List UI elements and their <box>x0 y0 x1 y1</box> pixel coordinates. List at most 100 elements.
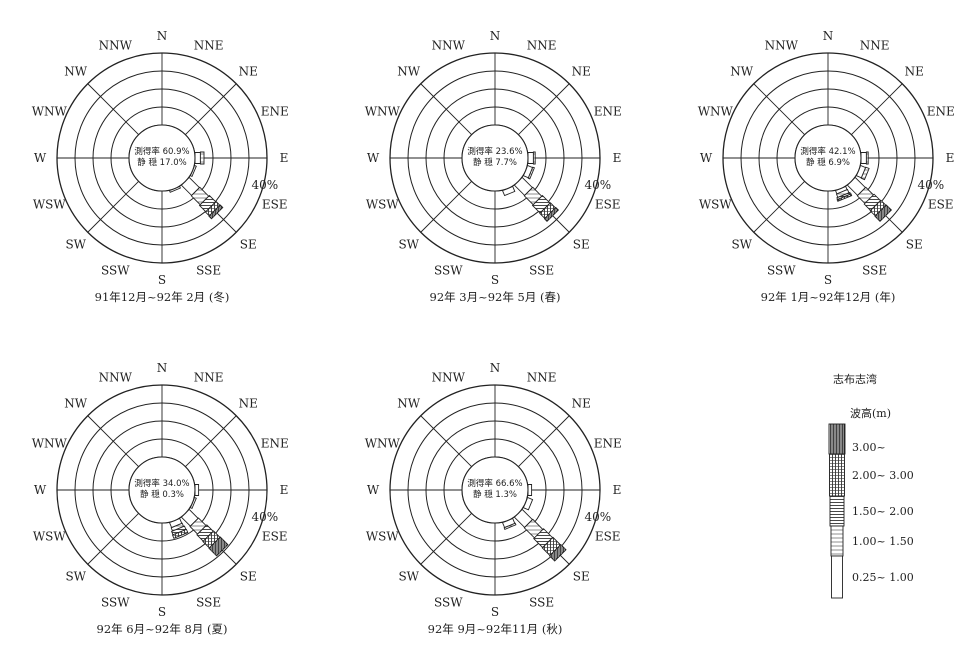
legend-swatch-2 <box>829 453 845 497</box>
spoke <box>87 181 139 233</box>
scale-max-label: 40% <box>252 510 279 524</box>
wave-rose-4: NNNENEENEEESESESSESSSWSWWSWWWNWNWNNW40%測… <box>32 361 289 636</box>
direction-label-w: W <box>34 151 47 165</box>
legend-label-5: 0.25~ 1.00 <box>852 571 914 584</box>
direction-label-s: S <box>491 273 499 287</box>
rose-caption: 92年 1月~92年12月 (年) <box>761 290 896 304</box>
spoke <box>518 415 570 467</box>
direction-label-s: S <box>158 273 166 287</box>
direction-label-se: SE <box>573 569 590 583</box>
direction-label-nnw: NNW <box>432 370 466 384</box>
spoke <box>185 83 237 135</box>
direction-label-sse: SSE <box>196 264 221 278</box>
petal-se-band-5 <box>874 204 893 223</box>
petal-sse-band-4 <box>836 193 853 202</box>
direction-label-nne: NNE <box>194 38 224 52</box>
direction-label-e: E <box>280 151 289 165</box>
direction-label-wsw: WSW <box>33 198 67 212</box>
direction-label-n: N <box>157 361 168 375</box>
direction-label-nne: NNE <box>860 38 890 52</box>
direction-label-w: W <box>367 151 380 165</box>
petal-e-band-1 <box>860 152 867 164</box>
direction-label-n: N <box>823 29 834 43</box>
direction-label-nnw: NNW <box>765 38 799 52</box>
calm-rate: 静 穏 0.3% <box>140 489 184 500</box>
direction-label-ene: ENE <box>927 104 955 118</box>
direction-label-sw: SW <box>65 237 86 251</box>
wave-rose-1: NNNENEENEEESESESSESSSWSWWSWWWNWNWNNW40%測… <box>32 29 289 304</box>
direction-label-se: SE <box>906 237 923 251</box>
direction-label-ese: ESE <box>595 198 621 212</box>
legend-swatch-3 <box>829 495 845 527</box>
spoke <box>185 415 237 467</box>
direction-label-n: N <box>490 29 501 43</box>
spoke <box>518 83 570 135</box>
direction-label-wnw: WNW <box>32 436 68 450</box>
direction-label-w: W <box>34 483 47 497</box>
spoke <box>87 415 139 467</box>
spoke <box>87 83 139 135</box>
legend-label-2: 2.00~ 3.00 <box>852 469 914 482</box>
direction-label-ese: ESE <box>595 530 621 544</box>
direction-label-wsw: WSW <box>33 530 67 544</box>
direction-label-ssw: SSW <box>434 264 463 278</box>
scale-max-label: 40% <box>252 178 279 192</box>
spoke <box>87 513 139 565</box>
observation-rate: 測得率 60.9% <box>134 146 189 157</box>
direction-label-ssw: SSW <box>434 596 463 610</box>
direction-label-wnw: WNW <box>365 104 401 118</box>
direction-label-ene: ENE <box>594 104 622 118</box>
rose-caption: 92年 3月~92年 5月 (春) <box>430 290 561 304</box>
direction-label-sse: SSE <box>862 264 887 278</box>
direction-label-ese: ESE <box>262 198 288 212</box>
calm-rate: 静 穏 17.0% <box>137 157 186 168</box>
observation-rate: 測得率 66.6% <box>467 478 522 489</box>
petal-ese-band-2 <box>860 166 870 181</box>
legend-swatch-1 <box>828 423 846 455</box>
petal-e-band-2 <box>199 151 205 165</box>
petal-se-band-5 <box>208 536 229 557</box>
direction-label-w: W <box>700 151 713 165</box>
wave-rose-2: NNNENEENEEESESESSESSSWSWWSWWWNWNWNNW40%測… <box>365 29 622 304</box>
calm-circle <box>794 124 862 192</box>
calm-rate: 静 穏 1.3% <box>473 489 517 500</box>
direction-label-sw: SW <box>398 237 419 251</box>
direction-label-wsw: WSW <box>366 530 400 544</box>
legend-swatch-5 <box>831 555 843 599</box>
observation-rate: 測得率 23.6% <box>467 146 522 157</box>
wave-rose-5: NNNENEENEEESESESSESSSWSWWSWWWNWNWNNW40%測… <box>365 361 622 636</box>
direction-label-wnw: WNW <box>698 104 734 118</box>
direction-label-ssw: SSW <box>767 264 796 278</box>
direction-label-e: E <box>946 151 955 165</box>
petal-se-band-5 <box>208 204 224 220</box>
calm-circle <box>461 456 529 524</box>
legend-label-3: 1.50~ 2.00 <box>852 505 914 518</box>
direction-label-s: S <box>491 605 499 619</box>
direction-label-nw: NW <box>397 397 421 411</box>
direction-label-ssw: SSW <box>101 596 130 610</box>
direction-label-ne: NE <box>239 65 258 79</box>
spoke <box>420 415 472 467</box>
direction-label-e: E <box>613 151 622 165</box>
direction-label-nne: NNE <box>194 370 224 384</box>
petal-se-band-5 <box>543 206 560 223</box>
direction-label-wsw: WSW <box>366 198 400 212</box>
spoke <box>420 513 472 565</box>
calm-circle <box>128 456 196 524</box>
direction-label-ne: NE <box>572 397 591 411</box>
direction-label-sse: SSE <box>529 596 554 610</box>
petal-sse-band-4 <box>171 528 189 539</box>
calm-rate: 静 穏 7.7% <box>473 157 517 168</box>
rose-caption: 92年 6月~92年 8月 (夏) <box>97 622 228 636</box>
spoke <box>420 83 472 135</box>
direction-label-n: N <box>157 29 168 43</box>
scale-max-label: 40% <box>585 178 612 192</box>
calm-circle <box>128 124 196 192</box>
direction-label-nw: NW <box>397 65 421 79</box>
direction-label-ssw: SSW <box>101 264 130 278</box>
petal-e-band-1 <box>527 152 534 164</box>
direction-label-nw: NW <box>64 65 88 79</box>
observation-rate: 測得率 34.0% <box>134 478 189 489</box>
direction-label-ene: ENE <box>261 436 289 450</box>
